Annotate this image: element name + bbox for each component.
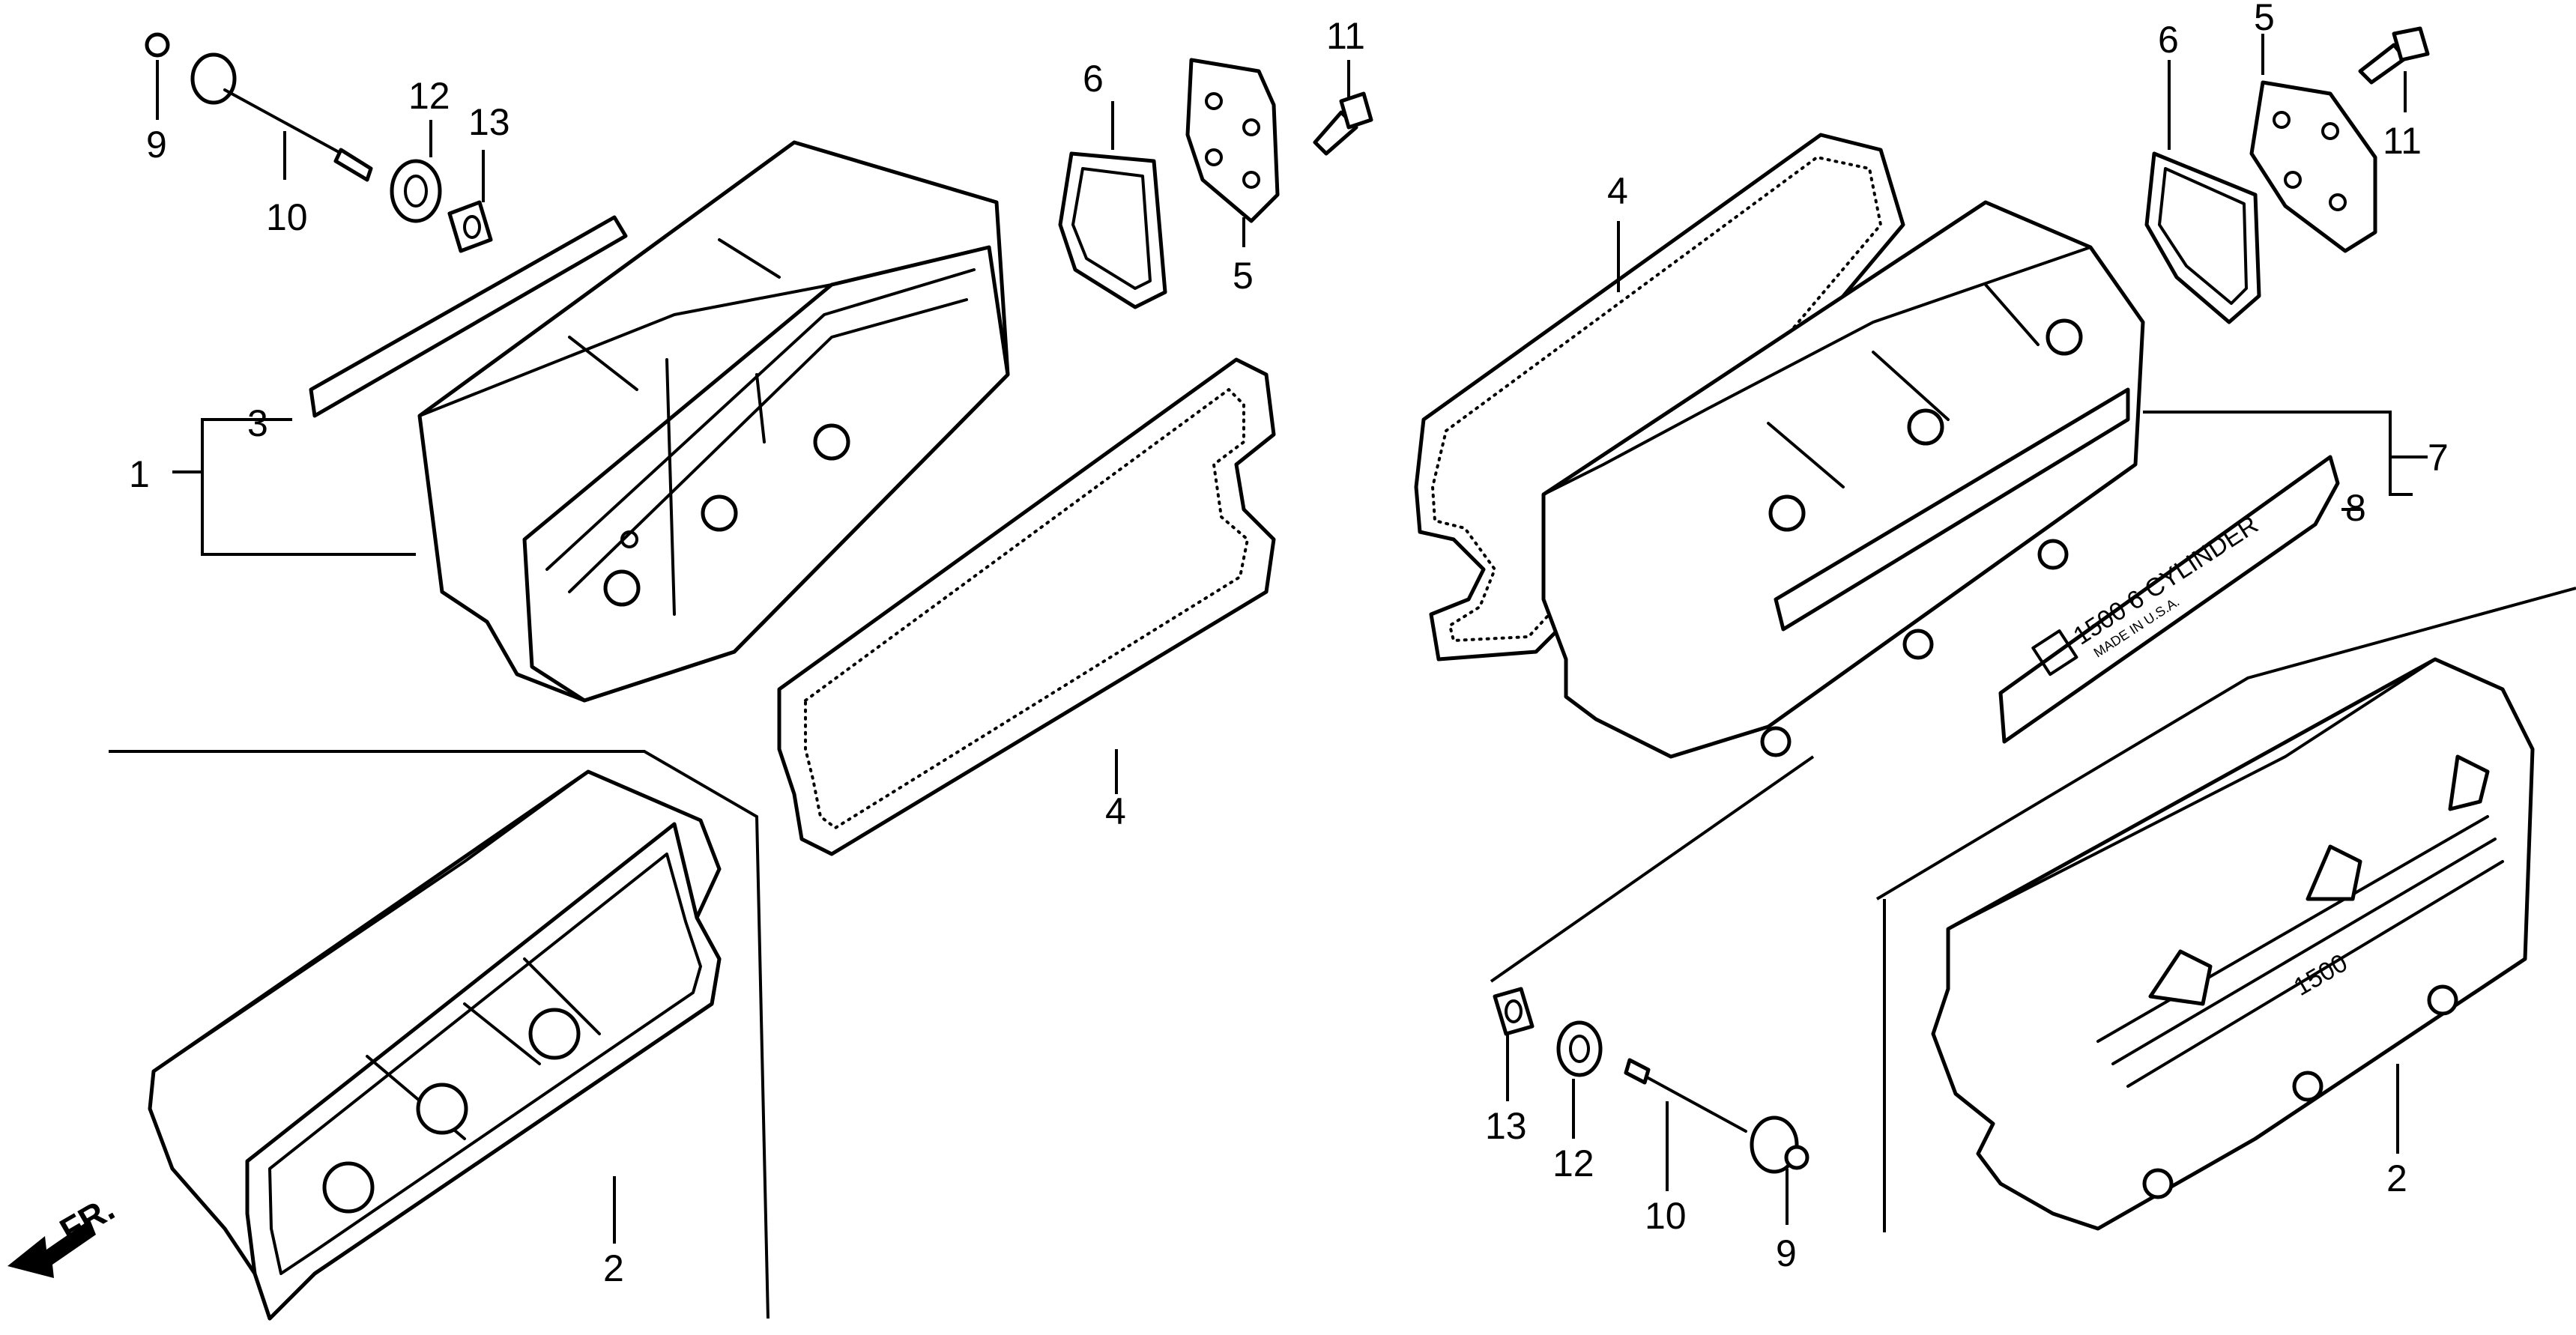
bolt-assembly-bottom-right [1493,987,1809,1174]
callout-3: 3 [247,402,268,444]
front-direction-marker: FR. [7,1189,121,1278]
callout-13-right: 13 [1485,1105,1527,1147]
gasket-part-6-right [2144,151,2261,324]
callout-7: 7 [2428,437,2449,479]
breather-plate-part-5-left [1185,58,1280,223]
callout-4-left: 4 [1105,790,1126,832]
callout-6-right: 6 [2158,19,2179,61]
callout-numbers: 9 10 12 13 3 1 6 5 11 4 2 4 6 5 11 7 8 2… [129,0,2449,1289]
left-valve-cover-part-2 [148,769,722,1321]
callout-8: 8 [2345,487,2366,529]
section-divider-lines [109,587,2576,1319]
bolt-assembly-top-left [145,32,493,253]
right-valve-cover-part-7 [1541,200,2145,759]
callout-5-right: 5 [2254,0,2275,38]
front-arrow-icon [7,1220,96,1278]
right-valve-cover-part-2: 1500 [1931,657,2535,1231]
callout-12-left: 12 [408,75,450,117]
seal-strip-part-3 [309,215,628,418]
callout-11-right: 11 [2383,120,2422,162]
callout-5-left: 5 [1233,255,1254,297]
callout-10-right: 10 [1645,1195,1687,1237]
callout-1: 1 [129,453,150,495]
callout-4-right: 4 [1607,170,1628,212]
breather-plate-part-5-right [2249,80,2377,253]
gasket-part-4-right [1414,133,1905,662]
bolt-part-11-right [2358,26,2430,85]
leader-lines [156,34,2428,1244]
callout-11-left: 11 [1326,15,1365,57]
callout-9-right: 9 [1776,1232,1797,1274]
callout-9-left: 9 [146,124,167,166]
callout-10-left: 10 [266,196,308,238]
gasket-part-4-left [777,357,1276,856]
callout-2-left: 2 [603,1247,624,1289]
gasket-part-6-left [1058,151,1167,309]
callout-13-left: 13 [468,101,510,143]
callout-2-right: 2 [2386,1157,2407,1199]
callout-12-right: 12 [1552,1142,1594,1184]
left-valve-cover-part-1 [417,140,1010,703]
callout-6-left: 6 [1083,58,1104,100]
bolt-part-11-left [1313,91,1373,156]
